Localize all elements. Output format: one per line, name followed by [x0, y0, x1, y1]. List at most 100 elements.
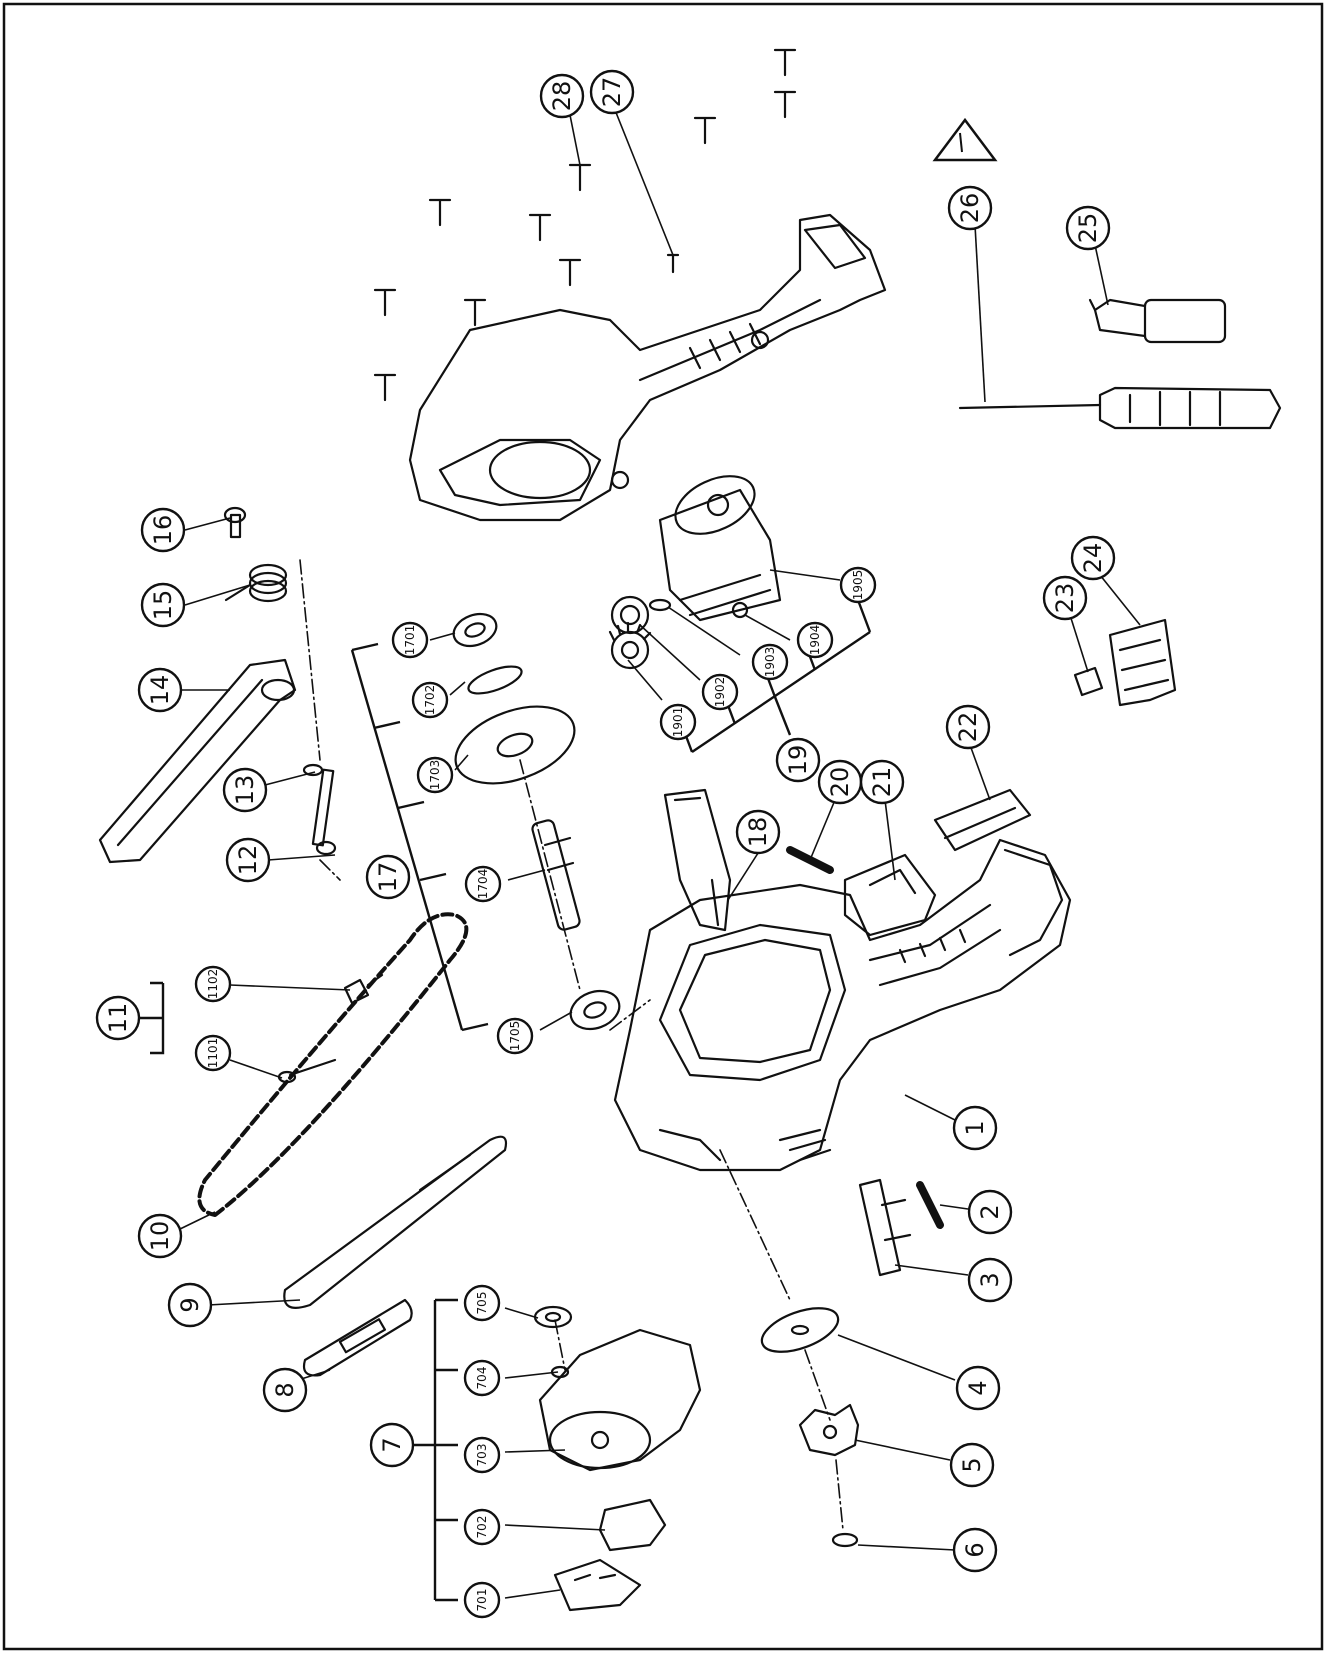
callout-label: 21 — [868, 767, 896, 798]
motor-small-nut — [731, 601, 749, 619]
sprocket-circlip — [831, 1532, 859, 1548]
sub-callout-label: 1102 — [206, 969, 220, 1000]
callout-circle — [262, 1367, 308, 1413]
callout-19: 19 — [775, 737, 821, 783]
tension-lever — [553, 1558, 642, 1612]
callout-label: 24 — [1079, 543, 1107, 574]
callout-label: 19 — [784, 745, 812, 776]
callout-circle — [137, 667, 183, 713]
sub-callout-label: 705 — [475, 1292, 489, 1315]
callout-label: 22 — [954, 712, 982, 743]
callout-label: 9 — [176, 1297, 204, 1312]
sub-callout-1705: 1705 — [496, 1017, 534, 1055]
callout-14: 14 — [137, 667, 183, 713]
oil-bottle — [1088, 298, 1227, 344]
callout-circle — [1065, 205, 1111, 251]
callout-circle — [539, 73, 585, 119]
callout-20: 20 — [817, 759, 863, 805]
callout-28: 28 — [539, 73, 585, 119]
sub-callout-circle — [496, 1017, 534, 1055]
callout-label: 2 — [976, 1204, 1004, 1219]
callout-1: 1 — [952, 1105, 998, 1151]
sprocket-cover — [538, 1328, 702, 1472]
shaft-washer — [467, 665, 523, 695]
sub-callout-1701: 1701 — [391, 621, 429, 659]
shaft-bottom-bearing — [569, 989, 621, 1031]
sub-callout-circle — [411, 681, 449, 719]
callout-circle — [95, 995, 141, 1041]
callout-circle — [735, 809, 781, 855]
callout-26: 26 — [947, 185, 993, 231]
callout-label: 16 — [149, 515, 177, 546]
callout-label: 23 — [1051, 583, 1079, 614]
handle-bolt — [311, 768, 337, 856]
callout-13: 13 — [222, 767, 268, 813]
motor-bearing — [610, 595, 650, 635]
callout-11: 11 — [95, 995, 141, 1041]
callout-circle — [137, 1213, 183, 1259]
callout-12: 12 — [225, 837, 271, 883]
callout-circle — [589, 69, 635, 115]
callout-circle — [952, 1527, 998, 1573]
group-11-bracket — [140, 981, 165, 1055]
screwdriver — [958, 386, 1282, 430]
sub-callout-1702: 1702 — [411, 681, 449, 719]
callout-27: 27 — [589, 69, 635, 115]
sub-callout-label: 1101 — [206, 1038, 220, 1069]
callout-label: 20 — [826, 767, 854, 798]
switch-module — [933, 788, 1032, 852]
callout-label: 8 — [271, 1382, 299, 1397]
callout-label: 5 — [958, 1457, 986, 1472]
callout-label: 1 — [961, 1120, 989, 1135]
callout-circle — [945, 704, 991, 750]
torsion-spring — [224, 563, 288, 603]
square-nut — [1073, 666, 1104, 697]
sub-callout-circle — [464, 865, 502, 903]
warning-triangle-icon — [932, 117, 998, 162]
sub-callout-1903: 1903 — [751, 643, 789, 681]
callout-24: 24 — [1070, 535, 1116, 581]
callout-9: 9 — [167, 1282, 213, 1328]
sub-callout-1902: 1902 — [701, 673, 739, 711]
callout-label: 4 — [964, 1380, 992, 1395]
group-17-bracket — [350, 649, 464, 1031]
bar-cover — [302, 1298, 413, 1377]
callout-circle — [222, 767, 268, 813]
sub-callout-1101: 1101 — [194, 1034, 232, 1072]
sub-callout-label: 704 — [475, 1367, 489, 1390]
callout-circle — [365, 854, 411, 900]
guide-bar — [283, 1135, 508, 1309]
callout-circle — [1042, 575, 1088, 621]
sub-callout-1704: 1704 — [464, 865, 502, 903]
sub-callout-circle — [701, 673, 739, 711]
sub-callout-label: 1704 — [476, 869, 490, 900]
front-handle — [98, 658, 297, 864]
callout-label: 10 — [146, 1221, 174, 1252]
housing-left-shell — [408, 213, 887, 522]
callout-label: 14 — [146, 675, 174, 706]
pivot-pin — [223, 506, 247, 539]
sub-callout-circle — [751, 643, 789, 681]
callout-label: 13 — [231, 775, 259, 806]
sub-callout-label: 1904 — [808, 625, 822, 656]
callout-18: 18 — [735, 809, 781, 855]
sub-callout-circle — [463, 1436, 501, 1474]
battery-terminal — [1108, 618, 1177, 707]
sub-callout-circle — [194, 965, 232, 1003]
sub-callout-circle — [416, 756, 454, 794]
callout-circle — [140, 582, 186, 628]
callout-16: 16 — [140, 507, 186, 553]
callout-circle — [952, 1105, 998, 1151]
sub-callout-703: 703 — [463, 1436, 501, 1474]
callout-label: 15 — [149, 590, 177, 621]
sprocket-washer — [760, 1307, 840, 1353]
callout-23: 23 — [1042, 575, 1088, 621]
bar-nut — [343, 973, 384, 1005]
callout-circle — [1070, 535, 1116, 581]
callout-10: 10 — [137, 1213, 183, 1259]
callout-label: 26 — [956, 193, 984, 224]
callout-circle — [167, 1282, 213, 1328]
tension-knob — [598, 1498, 667, 1552]
callout-label: 3 — [976, 1272, 1004, 1287]
